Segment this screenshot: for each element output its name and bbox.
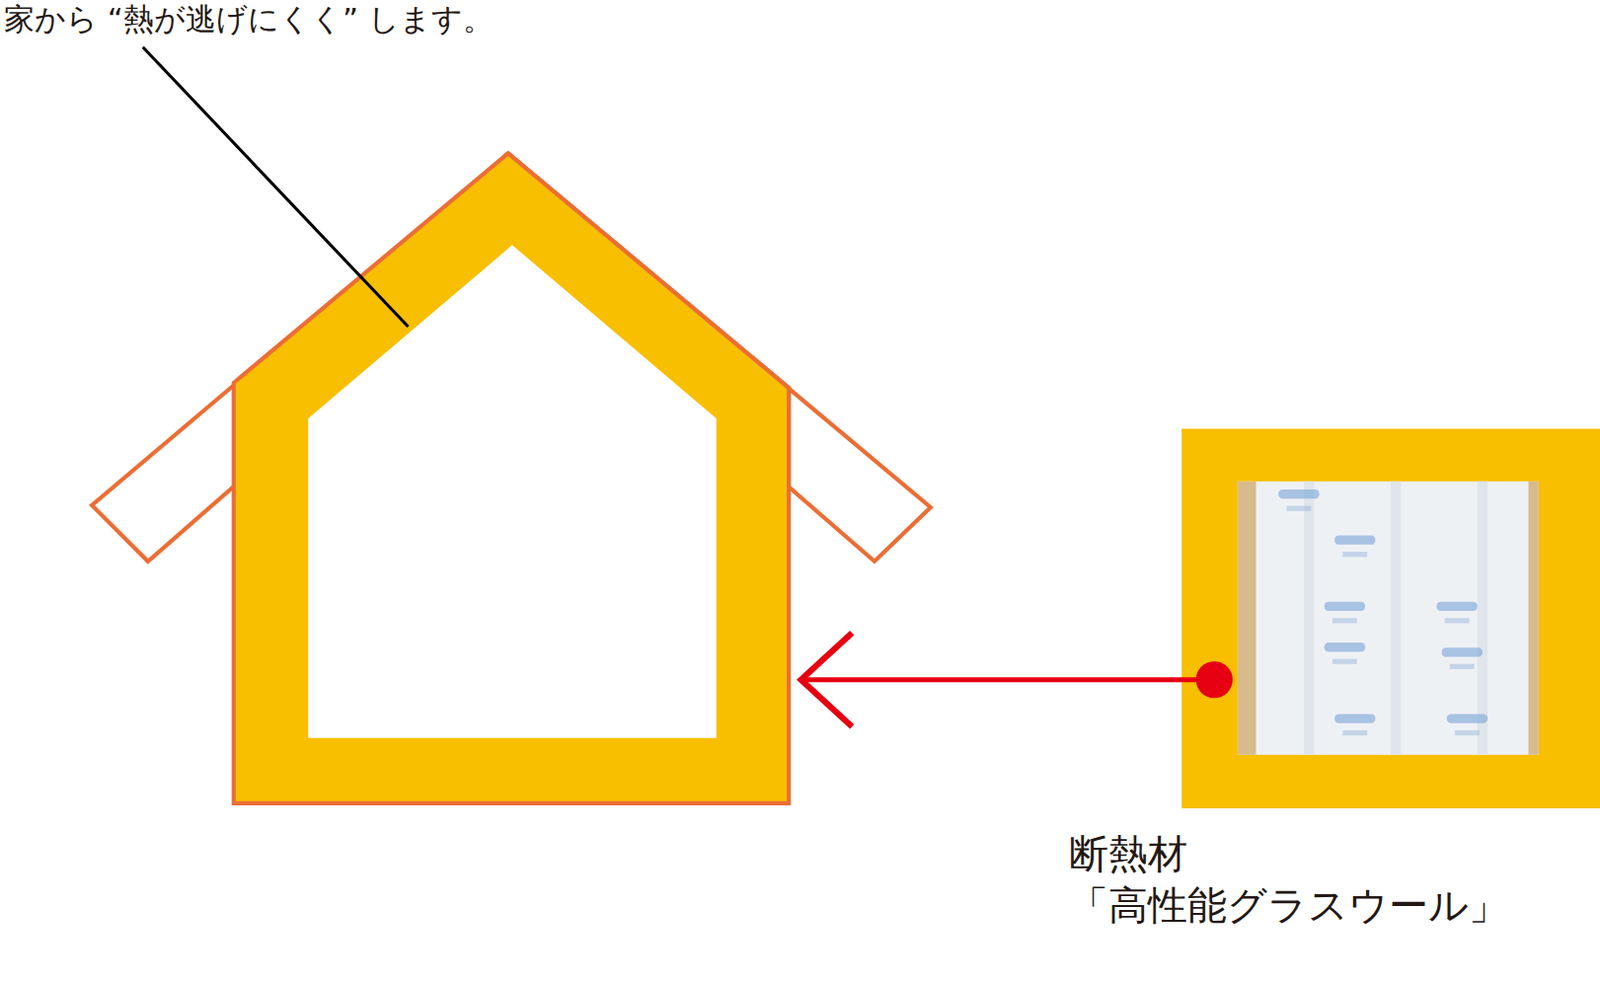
wool-seam [1477,481,1488,756]
photo-ground [1237,481,1539,756]
print-mark [1334,535,1375,545]
photo-box: 断熱材「高性能グラスウール」 [1181,428,1600,809]
print-mark [1324,602,1366,611]
leader-line [143,47,409,327]
insulation-envelope [233,152,789,804]
print-mark [1342,730,1368,736]
print-mark [1454,730,1480,736]
print-mark [1442,647,1483,657]
arrow-head [801,632,853,727]
envelope-edge [233,152,789,804]
print-mark [1449,664,1475,670]
print-mark [1287,506,1312,512]
wool-seam [1390,481,1401,756]
callout-text: 家から “熱が逃げにくく” します。 [3,1,494,38]
print-mark [1278,489,1319,499]
print-mark [1445,617,1470,623]
print-mark [1324,642,1366,652]
wood-stud [1237,481,1257,756]
print-mark [1334,714,1375,724]
glass-wool-photo [1181,428,1600,809]
caption-block: 断熱材「高性能グラスウール」 [1068,828,1509,931]
caption-name: 「高性能グラスウール」 [1068,879,1509,931]
wood-stud [1528,481,1539,756]
print-mark [1437,602,1478,611]
pointer-dot [1196,661,1233,698]
print-mark [1332,659,1358,665]
caption-heading: 断熱材 [1068,828,1509,880]
pointer-arrow [800,677,1216,683]
print-mark [1447,714,1488,724]
wool-seam [1303,481,1314,756]
print-mark [1332,617,1358,623]
house-interior [307,244,717,738]
print-mark [1342,551,1368,557]
photo-frame [1181,428,1600,809]
